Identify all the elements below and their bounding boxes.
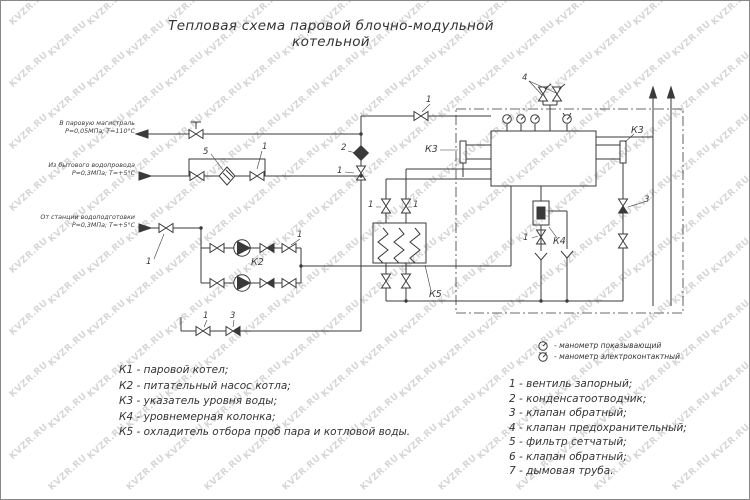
callout-right-check: 3 [644,195,649,205]
callout-bypass-valve: 1 [262,142,267,152]
component-labels: К2 К3 К3 К4 К5 [251,125,644,300]
pressure-gauge-icon [538,340,548,351]
callout-trap-valve: 1 [337,166,342,176]
sampling-pipes [385,168,491,223]
blowdown-pipe [180,317,361,332]
callout-sample-valve-right: 1 [413,200,418,210]
sample-cooler [372,222,427,264]
gauge-legend: - манометр показывающий - манометр элект… [537,340,680,362]
callout-steam-valve: 1 [426,95,431,105]
diagram-title: Тепловая схема паровой блочно-модульной … [168,18,494,50]
pipe-junction-dots [199,132,569,303]
callout-leaders [153,80,645,328]
legend-item-6: 6 - клапан обратный; [509,450,627,463]
boiler-body [490,130,597,187]
strainer-filter-icon [218,166,236,186]
label-k4: К4 [553,236,566,247]
legend-components: К1 - паровой котел; К2 - питательный нас… [119,363,410,441]
callout-numbers: 5 1 2 1 1 4 1 1 1 1 1 3 1 3 [146,73,649,321]
legend-item-3: 3 - клапан обратный; [509,407,627,419]
shutoff-valve-icons [158,111,628,336]
callout-blowdown-valve: 1 [203,311,208,321]
inlet-params-treatment: Р=0,3МПа; Т=+5°С [72,221,136,229]
boiler-gauges [502,112,572,131]
legend-item-2: 2 - конденсатоотводчик; [509,392,647,405]
callout-filter: 5 [203,147,208,157]
callout-pump-valve: 1 [297,230,302,240]
feed-pump-icons [233,239,251,292]
electrocontact-gauge-icon [538,351,548,362]
callout-trap: 2 [341,143,346,153]
callout-safety-valves: 4 [522,73,527,83]
flow-arrow-icons [134,129,153,233]
label-k5: К5 [429,289,442,300]
callout-column-valve: 1 [523,233,528,243]
water-level-gauge-left [459,140,491,177]
legend-item-7: 7 - дымовая труба. [509,465,614,477]
gauge-legend-label-indicating: - манометр показывающий [554,341,662,350]
legend-item-k1: К1 - паровой котел; [119,364,229,376]
inlet-label-domestic: Из бытового водопровода [48,161,135,169]
legend-item-5: 5 - фильтр сетчатый; [509,436,627,448]
gauge-legend-row-indicating: - манометр показывающий [537,340,680,351]
label-k3-right: К3 [631,125,644,136]
legend-fittings: 1 - вентиль запорный; 2 - конденсатоотво… [509,377,687,479]
gauge-legend-label-electrocontact: - манометр электроконтактный [554,352,680,361]
safety-valve-icons [538,83,566,131]
inlet-label-steam: В паровую магистраль [59,120,135,127]
gauge-legend-row-electrocontact: - манометр электроконтактный [537,351,680,362]
legend-item-k3: К3 - указатель уровня воды; [119,395,278,407]
label-k3-left: К3 [425,144,438,155]
label-k2: К2 [251,257,264,268]
drain-pipes [385,163,624,302]
legend-item-1: 1 - вентиль запорный; [509,378,633,390]
legend-item-4: 4 - клапан предохранительный; [509,421,687,434]
callout-inlet-valve: 1 [146,257,151,267]
water-level-gauge-right [596,140,627,164]
level-column [532,186,574,301]
inlet-params-steam: Р=0,05МПа; Т=110°С [65,127,136,135]
inlet-params-domestic: Р=0,3МПа; Т=+5°С [72,169,136,177]
module-boundary [455,108,684,314]
feedwater-pipe [139,186,512,284]
legend-item-k2: К2 - питательный насос котла; [119,379,291,392]
callout-sample-valve-left: 1 [368,200,373,210]
legend-item-k4: К4 - уровнемерная колонка; [119,410,276,423]
callout-blowdown-check: 3 [230,311,235,321]
inlet-labels: В паровую магистраль Р=0,05МПа; Т=110°С … [40,120,135,229]
legend-item-k5: К5 - охладитель отбора проб пара и котло… [119,426,411,438]
chimney-stack [596,85,676,306]
inlet-label-treatment: От станции водоподготовки [40,214,135,221]
